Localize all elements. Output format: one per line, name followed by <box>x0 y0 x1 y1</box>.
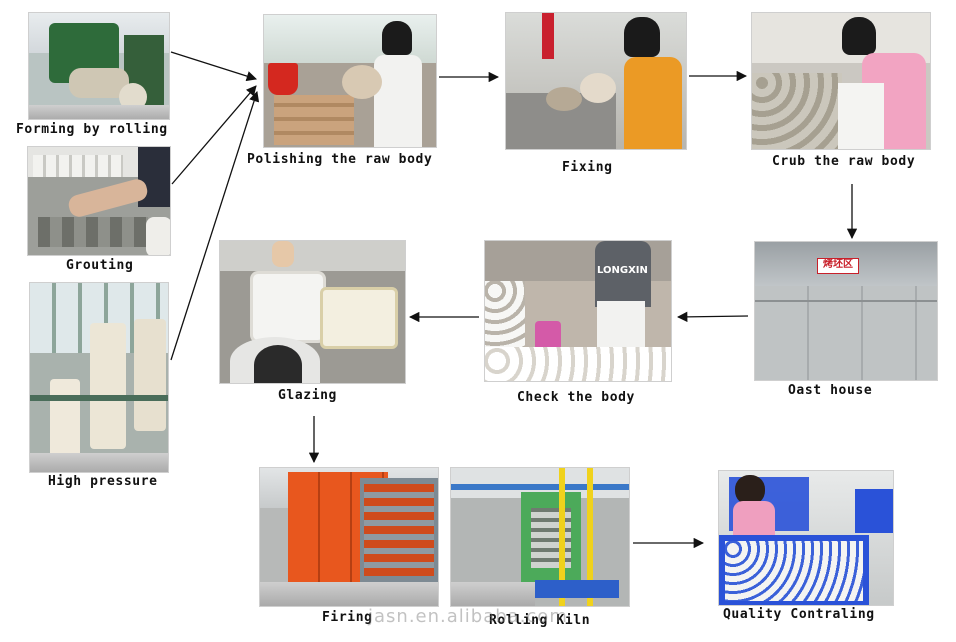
shirt-text: LONGXIN <box>597 265 648 276</box>
caption-fixing: Fixing <box>562 160 613 175</box>
photo-grouting <box>27 146 171 256</box>
photo-check-body: LONGXIN <box>484 240 672 382</box>
photo-glazing <box>219 240 406 384</box>
caption-grouting: Grouting <box>66 258 134 273</box>
caption-firing: Firing <box>322 610 373 625</box>
arrow-grouting-to-polishing <box>171 85 257 185</box>
photo-fixing <box>505 12 687 150</box>
watermark: jasn.en.alibaba.com <box>368 606 568 627</box>
caption-rolling-kiln: Rolling Kiln <box>489 613 591 628</box>
photo-rolling-kiln <box>450 467 630 607</box>
caption-high-pressure: High pressure <box>48 474 158 489</box>
oast-sign: 烤坯区 <box>823 259 853 270</box>
caption-quality-controlling: Quality Contraling <box>723 607 875 622</box>
caption-forming-by-rolling: Forming by rolling <box>16 122 168 137</box>
photo-firing <box>259 467 439 607</box>
photo-quality-controlling <box>718 470 894 606</box>
caption-polishing-raw-body: Polishing the raw body <box>247 152 433 167</box>
photo-oast-house: 烤坯区 <box>754 241 938 381</box>
photo-polishing-raw-body <box>263 14 437 148</box>
caption-crub-raw-body: Crub the raw body <box>772 154 916 169</box>
photo-crub-raw-body <box>751 12 931 150</box>
arrow-forming-to-polishing <box>170 51 257 82</box>
arrow-oast-to-check <box>676 311 749 323</box>
photo-high-pressure <box>29 282 169 473</box>
photo-forming-by-rolling <box>28 12 170 120</box>
caption-oast-house: Oast house <box>788 383 873 398</box>
caption-glazing: Glazing <box>278 388 337 403</box>
caption-check-body: Check the body <box>517 390 635 405</box>
